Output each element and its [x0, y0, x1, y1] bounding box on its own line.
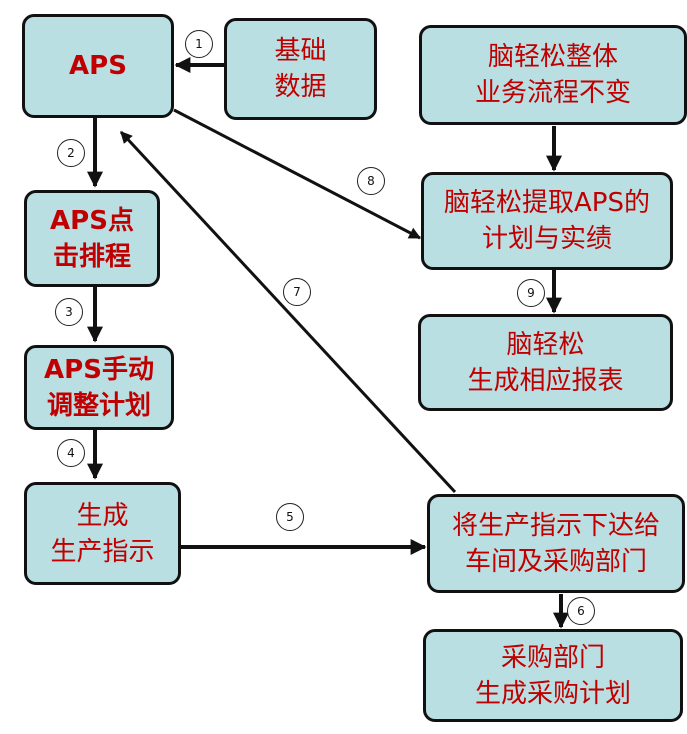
- node-dispatch-line-2: 车间及采购部门: [464, 546, 647, 577]
- node-basic-data-line-2: 数据: [274, 72, 327, 102]
- node-process-unchanged-line-2: 业务流程不变: [474, 78, 631, 108]
- step-badge-7: 7: [283, 278, 311, 306]
- node-purchase-plan: 采购部门 生成采购计划: [423, 629, 683, 722]
- node-aps-adjust-line-2: 调整计划: [46, 390, 151, 421]
- arrow-7-dispatch-to-aps: [119, 130, 457, 494]
- step-badge-8: 8: [357, 167, 385, 195]
- node-report-line-1: 脑轻松: [506, 329, 585, 360]
- node-report-line-2: 生成相应报表: [467, 365, 624, 396]
- node-extract: 脑轻松提取APS的 计划与实绩: [421, 172, 673, 270]
- node-dispatch-line-1: 将生产指示下达给: [451, 510, 660, 541]
- node-extract-line-1: 脑轻松提取APS的: [444, 188, 650, 218]
- node-report: 脑轻松 生成相应报表: [418, 314, 673, 411]
- node-aps-adjust-line-1: APS手动: [44, 354, 154, 385]
- node-aps-schedule-line-1: APS点: [50, 205, 134, 236]
- node-purchase-plan-line-1: 采购部门: [500, 642, 605, 673]
- node-extract-line-2: 计划与实绩: [481, 224, 612, 254]
- step-badge-3: 3: [55, 298, 83, 326]
- node-generate-instruction-line-1: 生成: [76, 500, 129, 531]
- node-dispatch: 将生产指示下达给 车间及采购部门: [427, 494, 685, 593]
- node-process-unchanged: 脑轻松整体 业务流程不变: [419, 25, 687, 125]
- node-aps-adjust: APS手动 调整计划: [24, 345, 174, 430]
- node-aps: APS: [22, 14, 174, 118]
- node-process-unchanged-line-1: 脑轻松整体: [487, 42, 618, 72]
- arrow-8-aps-to-extract: [173, 108, 422, 240]
- node-generate-instruction: 生成 生产指示: [24, 482, 181, 585]
- step-badge-9: 9: [517, 279, 545, 307]
- node-generate-instruction-line-2: 生产指示: [50, 536, 155, 567]
- node-aps-schedule-line-2: 击排程: [52, 241, 131, 272]
- step-badge-6: 6: [567, 597, 595, 625]
- step-badge-4: 4: [57, 439, 85, 467]
- node-aps-line-1: APS: [69, 51, 127, 81]
- step-badge-5: 5: [276, 503, 304, 531]
- node-aps-schedule: APS点 击排程: [24, 190, 160, 287]
- step-badge-1: 1: [185, 30, 213, 58]
- node-purchase-plan-line-2: 生成采购计划: [474, 678, 631, 709]
- node-basic-data: 基础 数据: [224, 18, 377, 120]
- node-basic-data-line-1: 基础: [274, 36, 327, 66]
- step-badge-2: 2: [57, 139, 85, 167]
